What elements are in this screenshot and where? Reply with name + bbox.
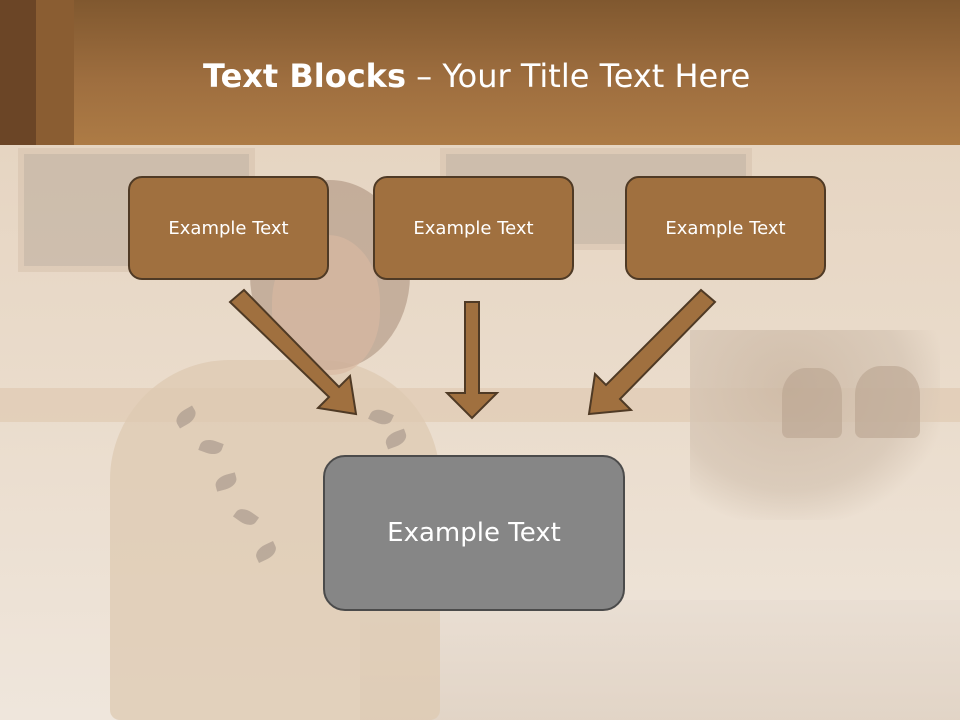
text-block-main-label: Example Text xyxy=(387,518,561,548)
slide-title-bold: Text Blocks xyxy=(203,57,406,95)
title-bar: Text Blocks – Your Title Text Here xyxy=(0,0,960,145)
text-block-3-label: Example Text xyxy=(665,217,786,239)
header-accent-strip xyxy=(36,0,74,145)
counter xyxy=(360,600,960,720)
arrow-down-right xyxy=(228,288,358,416)
text-block-1-label: Example Text xyxy=(168,217,289,239)
grinder-left xyxy=(782,368,842,438)
text-block-main[interactable]: Example Text xyxy=(323,455,625,611)
arrow-down xyxy=(444,301,500,420)
slide-title[interactable]: Text Blocks – Your Title Text Here xyxy=(203,56,750,96)
header-accent-strip xyxy=(0,0,36,145)
arrow-down-left xyxy=(587,288,717,416)
text-block-2-label: Example Text xyxy=(413,217,534,239)
text-block-1[interactable]: Example Text xyxy=(128,176,329,280)
slide-title-rest: – Your Title Text Here xyxy=(406,57,751,95)
grinder-right xyxy=(855,366,920,438)
text-block-2[interactable]: Example Text xyxy=(373,176,574,280)
text-block-3[interactable]: Example Text xyxy=(625,176,826,280)
